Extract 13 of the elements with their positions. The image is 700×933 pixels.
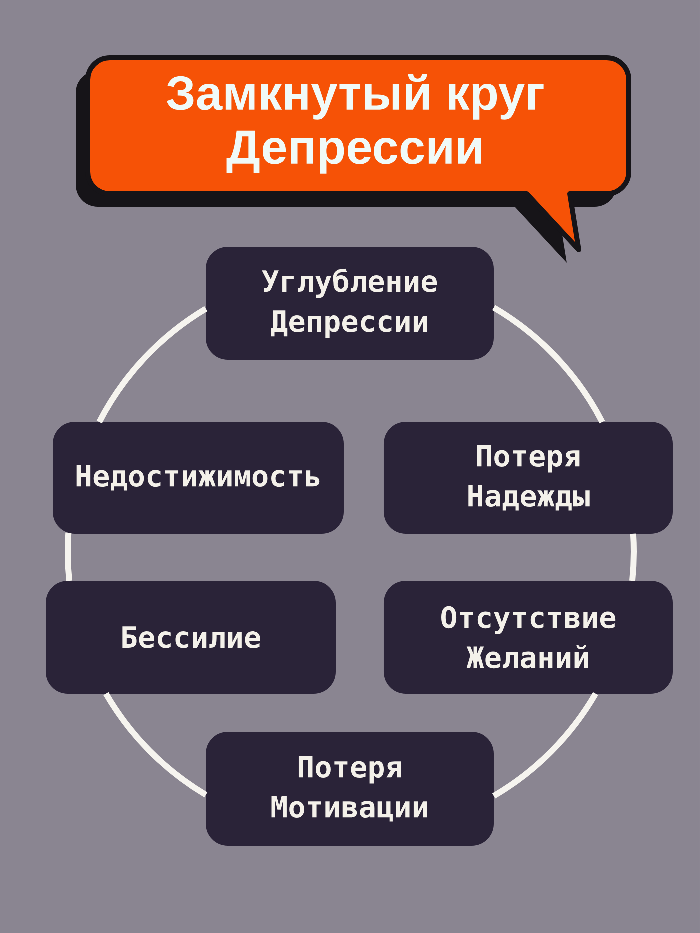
process-box: Отсутствие Желаний: [384, 581, 673, 694]
process-box: Углубление Депрессии: [206, 247, 494, 360]
process-box: Потеря Надежды: [384, 422, 673, 534]
process-box: Потеря Мотивации: [206, 732, 494, 846]
circle-arc: [630, 534, 637, 582]
circle-arc: [65, 532, 72, 582]
speech-bubble: Замкнутый круг Депрессии: [76, 56, 632, 263]
circle-arc: [492, 692, 598, 799]
circle-arc: [492, 305, 606, 424]
circle-arc: [104, 692, 208, 798]
circle-arc: [96, 306, 208, 424]
process-box: Недостижимость: [53, 422, 344, 534]
process-box: Бессилие: [46, 581, 336, 694]
